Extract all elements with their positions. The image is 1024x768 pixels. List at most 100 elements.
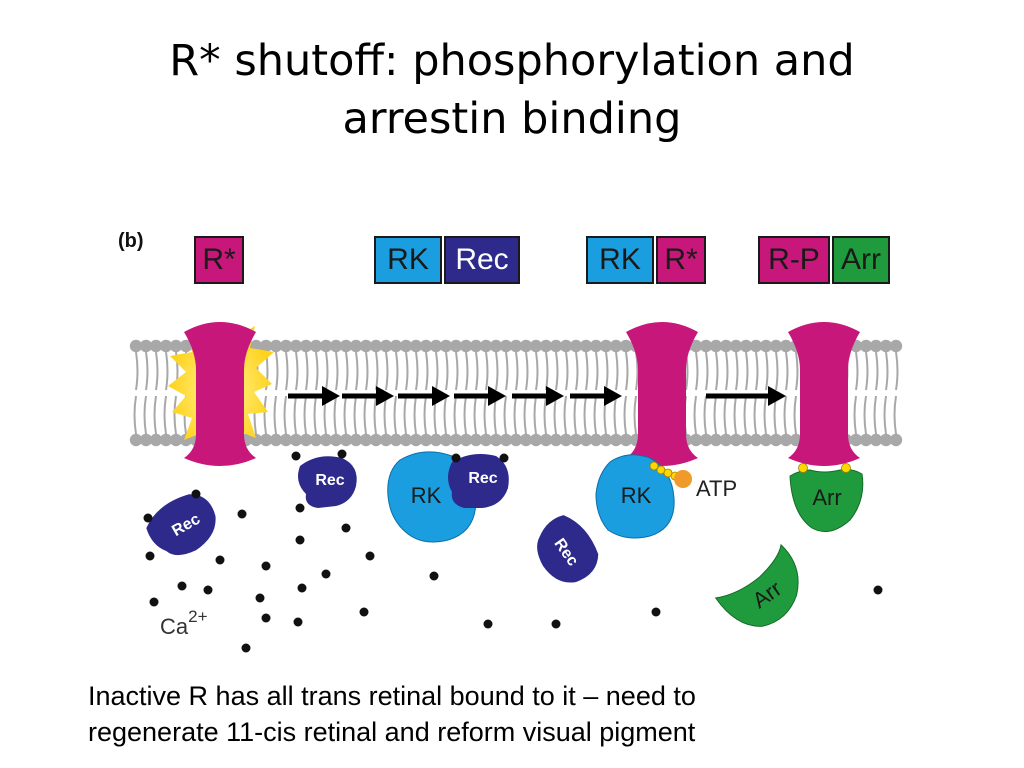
caption-line-1: Inactive R has all trans retinal bound t… <box>88 681 696 711</box>
calcium-ion-dot <box>551 619 561 629</box>
lipid-head <box>719 339 733 353</box>
lipid-tail <box>765 351 769 391</box>
lipid-tail <box>303 395 307 435</box>
lipid-head <box>149 433 163 447</box>
lipid-head <box>299 433 313 447</box>
lipid-head <box>379 339 393 353</box>
lipid-head <box>329 339 343 353</box>
lipid-tail <box>463 395 467 435</box>
lipid-tail <box>755 351 759 391</box>
lipid-head <box>339 433 353 447</box>
calcium-ion-dot <box>177 581 187 591</box>
phosphate-right <box>841 463 851 473</box>
tag-rk-2: RK <box>586 236 654 284</box>
lipid-tail <box>475 351 479 391</box>
lipid-tail <box>513 395 517 435</box>
calcium-ion-dot <box>203 585 213 595</box>
tag-r-star-2: R* <box>656 236 706 284</box>
lipid-head <box>609 433 623 447</box>
lipid-head <box>399 433 413 447</box>
lipid-head <box>689 339 703 353</box>
lipid-head <box>559 339 573 353</box>
lipid-head <box>139 339 153 353</box>
lipid-head <box>349 339 363 353</box>
lipid-head <box>359 339 373 353</box>
calcium-ion-dot <box>191 489 201 499</box>
lipid-tail <box>553 395 557 435</box>
tag-rec: Rec <box>444 236 520 284</box>
calcium-ion-dot <box>365 551 375 561</box>
lipid-head <box>459 339 473 353</box>
lipid-head <box>269 339 283 353</box>
panel-label: (b) <box>118 230 144 252</box>
lipid-tail <box>745 351 749 391</box>
lipid-tail <box>155 351 159 391</box>
rk-label-free: RK <box>411 483 442 508</box>
lipid-tail <box>545 351 549 391</box>
lipid-head <box>699 339 713 353</box>
lipid-tail <box>173 395 177 435</box>
lipid-head <box>519 433 533 447</box>
lipid-tail <box>305 351 309 391</box>
ca-label-charge: 2+ <box>188 607 207 626</box>
lipid-head <box>709 433 723 447</box>
lipid-head <box>479 433 493 447</box>
lipid-tail <box>893 395 897 435</box>
calcium-ion-dot <box>241 643 251 653</box>
lipid-tail <box>325 351 329 391</box>
lipid-tail <box>465 351 469 391</box>
lipid-head <box>349 433 363 447</box>
recoverin-membrane: Rec <box>298 456 357 508</box>
lipid-head <box>459 433 473 447</box>
lipid-head <box>849 433 863 447</box>
lipid-head <box>889 339 903 353</box>
lipid-head <box>529 339 543 353</box>
tag-r-star: R* <box>194 236 244 284</box>
lipid-head <box>159 433 173 447</box>
lipid-head <box>279 339 293 353</box>
lipid-head <box>399 339 413 353</box>
recoverin-free-middle: Rec <box>537 515 599 583</box>
lipid-head <box>759 339 773 353</box>
lipid-head <box>169 433 183 447</box>
lipid-head <box>409 339 423 353</box>
lipid-tail <box>735 351 739 391</box>
calcium-ion-dot <box>261 561 271 571</box>
lipid-head <box>579 433 593 447</box>
ca-label-base: Ca <box>160 614 189 639</box>
arrestin-free: Arr <box>714 543 799 627</box>
lipid-head <box>249 433 263 447</box>
lipid-tail <box>515 351 519 391</box>
lipid-tail <box>633 395 637 435</box>
lipid-tail <box>153 395 157 435</box>
lipid-tail <box>785 351 789 391</box>
lipid-head <box>469 339 483 353</box>
lipid-tail <box>605 351 609 391</box>
lipid-tail <box>483 395 487 435</box>
lipid-tail <box>593 395 597 435</box>
lipid-tail <box>705 351 709 391</box>
lipid-head <box>749 339 763 353</box>
lipid-tail <box>585 351 589 391</box>
lipid-tail <box>455 351 459 391</box>
lipid-tail <box>313 395 317 435</box>
lipid-tail <box>385 351 389 391</box>
tag-arr: Arr <box>832 236 890 284</box>
lipid-head <box>169 339 183 353</box>
lipid-head <box>889 433 903 447</box>
lipid-tail <box>293 395 297 435</box>
lipid-tail <box>133 395 137 435</box>
calcium-ion-dot <box>295 503 305 513</box>
lipid-head <box>489 339 503 353</box>
calcium-ion-dot <box>651 607 661 617</box>
lipid-tail <box>575 351 579 391</box>
lipid-head <box>139 433 153 447</box>
lipid-tail <box>863 395 867 435</box>
caption-line-2: regenerate 11-cis retinal and reform vis… <box>88 717 696 747</box>
lipid-tail <box>613 395 617 435</box>
arrow-head <box>376 386 394 406</box>
lipid-head <box>129 339 143 353</box>
calcium-ion-dot <box>215 555 225 565</box>
lipid-tail <box>383 395 387 435</box>
lipid-tail <box>753 395 757 435</box>
